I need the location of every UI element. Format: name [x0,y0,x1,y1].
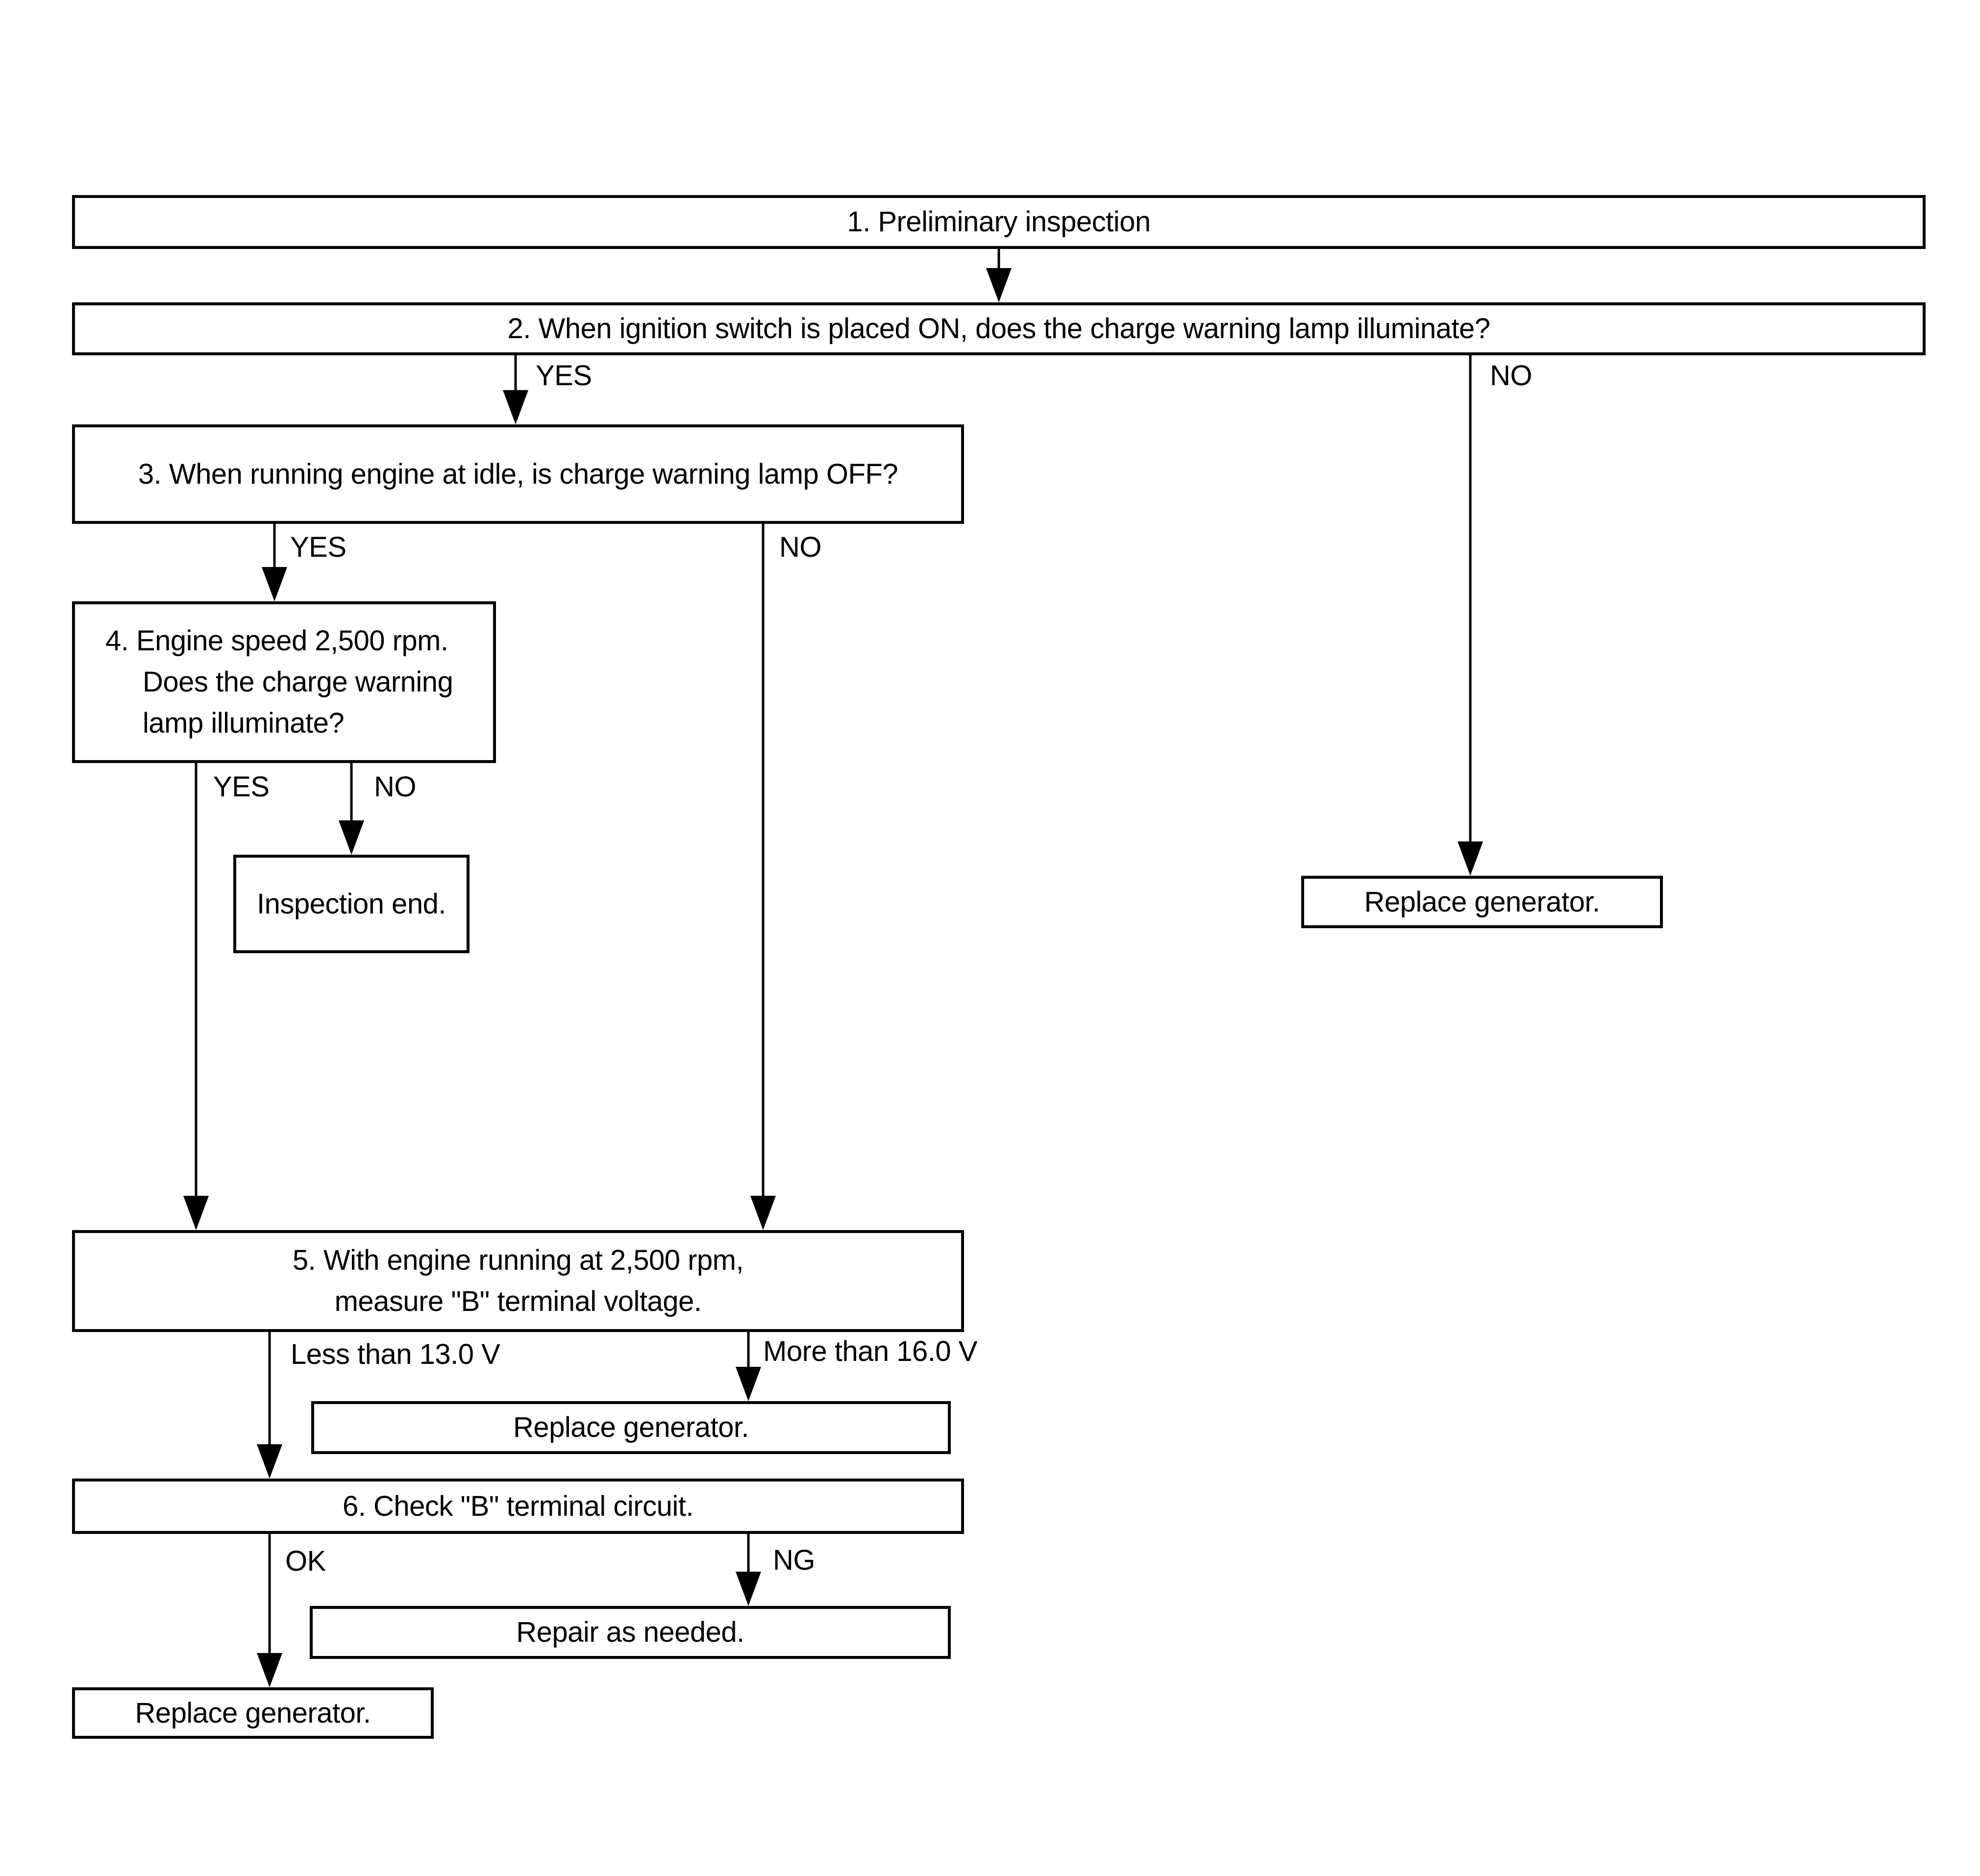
branch-label-step3-yes: YES [290,531,346,563]
node-step1-label: 1. Preliminary inspection [847,206,1151,238]
edge-step6-repair-ng [736,1534,761,1606]
node-step3-label: 3. When running engine at idle, is charg… [138,458,898,490]
edge-step4-inspection-end-no [339,763,364,855]
edge-step3-step5-no [750,524,776,1230]
edge-step1-step2 [986,249,1012,302]
edge-step2-step3-yes [503,355,528,424]
branch-label-step6-ng: NG [773,1544,816,1576]
node-inspection-end: Inspection end. [233,855,470,953]
branch-label-step4-yes: YES [213,771,270,803]
node-replace-generator-mid: Replace generator. [311,1401,951,1454]
branch-label-step3-no: NO [779,531,822,563]
node-repair: Repair as needed. [310,1606,951,1659]
node-step4-line-2: Does the charge warning [143,666,453,698]
node-replace-generator-mid-label: Replace generator. [513,1411,749,1444]
node-replace-generator-right-label: Replace generator. [1364,886,1600,918]
node-replace-generator-right: Replace generator. [1301,876,1663,928]
edge-step4-step5-yes [183,763,209,1230]
edge-step6-replace-bottom-ok [257,1534,282,1687]
node-replace-generator-bottom: Replace generator. [72,1687,434,1739]
node-step4: 4. Engine speed 2,500 rpm. Does the char… [72,601,496,763]
branch-label-step2-no: NO [1490,360,1533,392]
edge-step5-replace-mid-more [736,1332,761,1401]
edge-step3-step4-yes [262,524,287,601]
edge-step2-replace-right-no [1458,355,1483,876]
node-step5-line-1: 5. With engine running at 2,500 rpm, [292,1244,744,1276]
node-step5-label: 5. With engine running at 2,500 rpm, mea… [292,1240,744,1322]
edge-step5-step6-less [257,1332,282,1479]
node-step2: 2. When ignition switch is placed ON, do… [72,302,1926,355]
node-inspection-end-label: Inspection end. [257,888,446,920]
node-step4-line-1: 4. Engine speed 2,500 rpm. [105,625,448,657]
node-step6: 6. Check "B" terminal circuit. [72,1479,964,1534]
node-step5-line-2: measure "B" terminal voltage. [334,1285,702,1317]
branch-label-step5-more-than: More than 16.0 V [763,1335,977,1367]
branch-label-step2-yes: YES [536,360,592,392]
node-replace-generator-bottom-label: Replace generator. [135,1697,371,1729]
node-step6-label: 6. Check "B" terminal circuit. [343,1490,693,1522]
node-repair-label: Repair as needed. [516,1616,744,1649]
node-step4-label: 4. Engine speed 2,500 rpm. Does the char… [105,620,453,744]
branch-label-step5-less-than: Less than 13.0 V [291,1338,500,1370]
node-step4-line-3: lamp illuminate? [143,707,345,739]
branch-label-step4-no: NO [374,771,417,803]
node-step1: 1. Preliminary inspection [72,195,1926,249]
node-step3: 3. When running engine at idle, is charg… [72,424,964,524]
branch-label-step6-ok: OK [285,1545,326,1577]
node-step5: 5. With engine running at 2,500 rpm, mea… [72,1230,964,1332]
node-step2-label: 2. When ignition switch is placed ON, do… [507,313,1490,345]
